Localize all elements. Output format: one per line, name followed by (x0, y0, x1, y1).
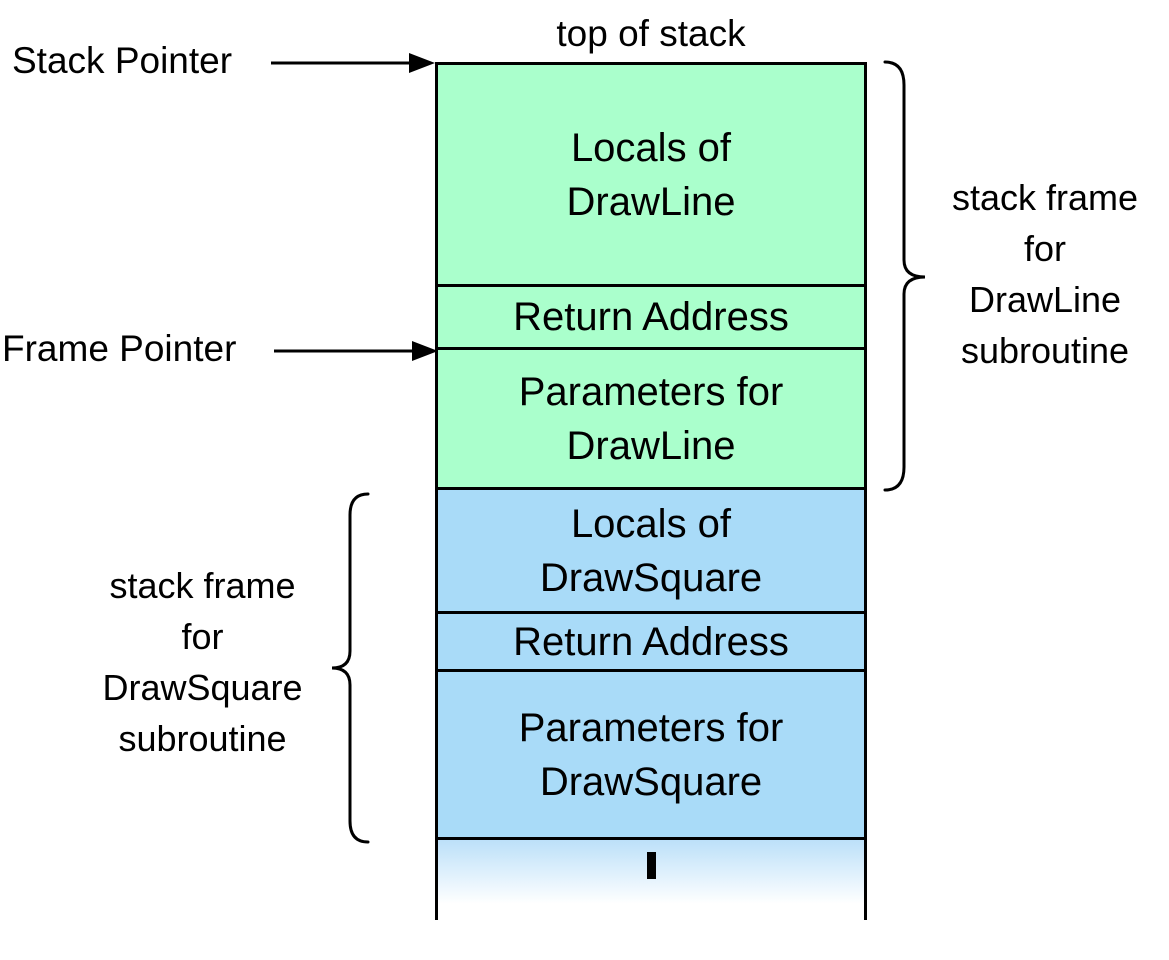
frame-label-line: DrawLine (968, 279, 1122, 320)
cell-locals-drawline: Locals of DrawLine (438, 65, 864, 287)
drawsquare-frame-label: stack frame for DrawSquare subroutine (55, 560, 350, 764)
cell-return-address-drawline: Return Address (438, 287, 864, 350)
frame-label-line: stack frame (951, 177, 1139, 218)
vertical-ellipsis-icon (646, 852, 656, 879)
cell-text: DrawSquare (539, 555, 763, 600)
drawline-frame-label: stack frame for DrawLine subroutine (920, 172, 1169, 376)
drawline-frame-brace-icon (883, 60, 926, 492)
stack-pointer-arrow-icon (271, 53, 435, 73)
cell-text: Locals of (570, 501, 732, 546)
top-of-stack-label: top of stack (556, 13, 746, 54)
frame-label-line: subroutine (118, 718, 287, 759)
cell-text: Locals of (570, 125, 732, 170)
stack-column: Locals of DrawLine Return Address Parame… (435, 62, 867, 920)
drawsquare-frame-brace-icon (331, 492, 370, 844)
cell-text: Parameters for (518, 705, 784, 750)
frame-pointer-label: Frame Pointer (2, 328, 237, 369)
stack-pointer-label: Stack Pointer (12, 40, 233, 81)
frame-label-line: DrawSquare (102, 667, 303, 708)
frame-pointer-arrow-icon (274, 341, 438, 361)
frame-label-line: subroutine (960, 330, 1130, 371)
cell-params-drawline: Parameters for DrawLine (438, 350, 864, 490)
stack-continuation (438, 840, 864, 920)
frame-label-line: for (1023, 228, 1066, 269)
cell-text: DrawLine (566, 179, 736, 224)
cell-return-address-drawsquare: Return Address (438, 614, 864, 672)
cell-text: Return Address (513, 619, 789, 664)
cell-text: DrawSquare (539, 759, 763, 804)
cell-params-drawsquare: Parameters for DrawSquare (438, 672, 864, 840)
cell-locals-drawsquare: Locals of DrawSquare (438, 490, 864, 614)
cell-text: DrawLine (566, 423, 736, 468)
cell-text: Parameters for (518, 369, 784, 414)
frame-label-line: for (181, 616, 224, 657)
frame-label-line: stack frame (109, 565, 296, 606)
cell-text: Return Address (513, 295, 789, 339)
